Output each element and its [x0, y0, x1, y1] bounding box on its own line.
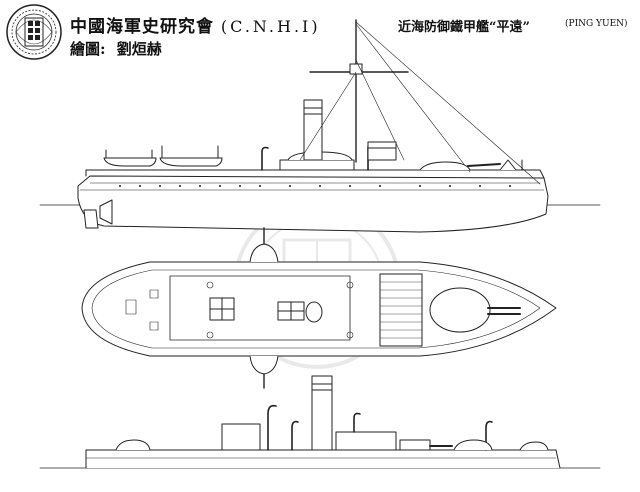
organization-name-zh: 中國海軍史研究會 — [70, 17, 214, 37]
organization-name: 中國海軍史研究會 (C.N.H.I) — [70, 12, 321, 37]
ship-title-zh: 近海防御鐵甲艦“平遠” — [398, 20, 530, 35]
sponson-starboard — [249, 355, 279, 375]
rudder — [83, 209, 99, 229]
header: 中國海軍史研究會 (C.N.H.I) 繪圖: 劉烜赫 近海防御鐵甲艦“平遠” (… — [0, 0, 640, 66]
credit-name: 劉烜赫 — [116, 40, 162, 58]
superstructure — [279, 159, 355, 171]
central-deckhouse — [169, 275, 351, 341]
section-deckhouse — [221, 423, 261, 451]
forestay — [355, 21, 541, 185]
drawing-credit: 繪圖: 劉烜赫 — [70, 38, 162, 59]
credit-label: 繪圖: — [70, 40, 106, 58]
ventilator-1 — [261, 146, 269, 171]
ship-title-en: (PING YUEN) — [565, 19, 628, 29]
lifeboat-2 — [159, 157, 223, 167]
hull-profile — [77, 175, 549, 233]
main-gun — [467, 163, 501, 167]
fighting-top — [349, 63, 363, 75]
fore-deck — [379, 273, 423, 347]
section-funnel — [311, 375, 333, 451]
profile-view — [39, 19, 601, 233]
society-seal-icon — [6, 4, 62, 60]
section-view — [39, 375, 601, 469]
forward-turret — [419, 161, 471, 171]
organization-name-en: (C.N.H.I) — [220, 17, 321, 36]
plan-view — [81, 227, 557, 389]
portholes — [119, 185, 511, 187]
forward-turret-plan — [429, 287, 491, 333]
lifeboat-1 — [103, 157, 157, 167]
funnel-plan — [305, 301, 323, 323]
funnel — [303, 99, 323, 161]
sponson-port — [249, 243, 279, 263]
section-hull — [85, 449, 561, 469]
bridge — [367, 141, 397, 161]
propeller — [99, 199, 113, 225]
